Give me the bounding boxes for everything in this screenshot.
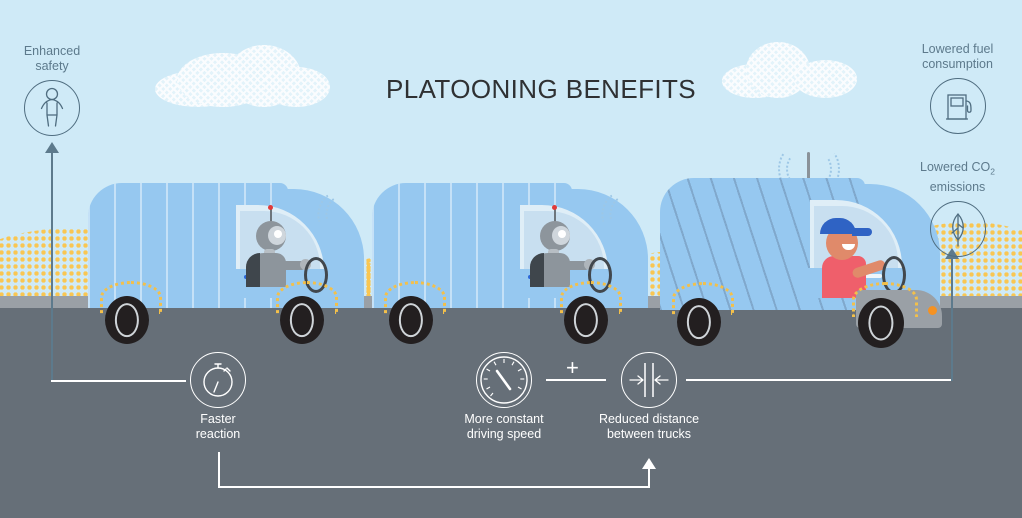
connector-bottom-left-vertical: [218, 452, 220, 488]
callout-label: Lowered fuel consumption: [921, 42, 994, 71]
page-title: PLATOONING BENEFITS: [386, 74, 697, 104]
connector-bottom-right-vertical: [648, 468, 650, 488]
wheel: [677, 298, 721, 346]
stopwatch-icon: [190, 352, 246, 408]
callout-label-line2: emissions: [929, 179, 986, 194]
callout-label: Lowered CO: [920, 160, 991, 174]
signal-waves-rear: [312, 188, 351, 234]
callout-faster-reaction[interactable]: Faster reaction: [168, 352, 268, 442]
callout-constant-speed[interactable]: More constant driving speed: [440, 352, 568, 442]
leaf-icon: [929, 200, 986, 257]
connector-safety-horizontal: [51, 380, 186, 382]
arrow-to-safety: [45, 142, 59, 153]
connector-safety-vertical: [51, 152, 53, 382]
callout-enhanced-safety[interactable]: Enhanced safety: [2, 44, 102, 136]
wheel: [280, 296, 324, 344]
connector-speed-to-distance: [546, 379, 606, 381]
headlamp-icon: [928, 306, 937, 315]
callout-lowered-fuel[interactable]: Lowered fuel consumption: [895, 42, 1020, 134]
callout-reduced-distance[interactable]: Reduced distance between trucks: [584, 352, 714, 442]
distance-arrows-icon: [621, 352, 677, 408]
connector-co2-vertical: [951, 258, 953, 381]
connector-bottom-horizontal: [218, 486, 650, 488]
wheel: [564, 296, 608, 344]
plus-sign: +: [566, 355, 579, 380]
trailing-truck-middle: [372, 183, 648, 344]
antenna-waves-left: [772, 148, 802, 192]
callout-label: More constant driving speed: [464, 412, 544, 441]
truck-antenna: [807, 152, 810, 192]
wheel: [105, 296, 149, 344]
pedestrian-icon: [24, 80, 80, 136]
co2-subscript: 2: [990, 166, 995, 177]
callout-lowered-co2[interactable]: Lowered CO2 emissions: [895, 160, 1020, 257]
wheel: [389, 296, 433, 344]
trailing-truck-rear: [88, 183, 364, 344]
cloud-right: [722, 42, 857, 98]
arrow-to-reduced-distance: [642, 458, 656, 469]
lead-truck: [660, 178, 942, 348]
wheel: [858, 298, 904, 348]
callout-label: Faster reaction: [195, 412, 241, 441]
fuel-pump-icon: [929, 78, 986, 134]
callout-label: Enhanced safety: [23, 44, 81, 73]
speedometer-icon: [476, 352, 532, 408]
antenna-waves-right: [812, 148, 842, 192]
signal-waves-middle: [596, 188, 635, 234]
callout-label: Reduced distance between trucks: [598, 412, 700, 441]
connector-co2-horizontal: [686, 379, 952, 381]
cloud-left: [155, 45, 330, 107]
